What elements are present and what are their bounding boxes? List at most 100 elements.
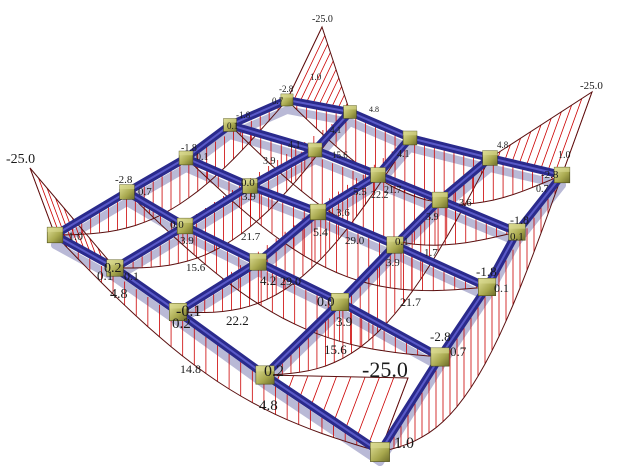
- node-cube: [330, 292, 349, 311]
- label-0-0-b: 0.0: [241, 177, 255, 189]
- beam-highlight: [317, 174, 379, 213]
- node-cube: [370, 442, 390, 462]
- cube-top: [179, 151, 193, 156]
- triangle-outline: [286, 25, 351, 113]
- node-cube: [309, 203, 327, 221]
- shadow-beam: [261, 308, 344, 389]
- node-cube: [386, 236, 404, 254]
- node-cube: [307, 142, 323, 158]
- label-n2-8-c: -2.8: [541, 169, 559, 181]
- label-0-7-c: 0.7: [536, 184, 549, 195]
- beam-highlight: [177, 261, 259, 313]
- label-1-right: 1.0: [558, 150, 571, 161]
- cube-top: [106, 259, 124, 265]
- label-15-6-a: 15.6: [186, 262, 206, 274]
- label-0-0-a: 0.0: [170, 219, 184, 231]
- hatch-line: [532, 118, 552, 169]
- label-0-7-d: 0.7: [450, 344, 467, 359]
- beam-highlight: [264, 301, 341, 376]
- beam-highlight: [339, 301, 441, 358]
- label-0-2-a: 0.2: [104, 261, 122, 276]
- label-4-1-b: 4.1: [397, 149, 410, 160]
- node-cube: [223, 118, 237, 132]
- label-21-7-b: 21.7: [400, 295, 421, 309]
- beam-highlight: [257, 261, 341, 303]
- node-cube: [430, 347, 450, 367]
- hatch-line: [540, 111, 562, 171]
- shadow-beam: [391, 251, 491, 301]
- label-1-7-a: 1.7: [424, 247, 438, 259]
- shadow-beam: [111, 232, 189, 282]
- column-moment: [54, 234, 381, 453]
- hatch-line: [322, 376, 337, 414]
- label-29-0-a: 29.0: [280, 274, 301, 288]
- hatch-line: [305, 52, 331, 104]
- label-n1-8-d: -1.8: [476, 264, 497, 279]
- label-0-1-e: 0.1: [97, 268, 113, 283]
- hatch-line: [318, 69, 337, 107]
- node-cube: [46, 226, 64, 244]
- cube-top: [308, 143, 322, 148]
- label-4-8-c: 4.8: [497, 140, 509, 150]
- label-4-8-a: 4.8: [110, 287, 128, 302]
- label-1-left: 1.0: [68, 229, 83, 243]
- beam-highlight: [185, 124, 231, 159]
- label-3-9-d: 3.9: [336, 314, 352, 329]
- cantilever-top: [286, 25, 351, 113]
- beam-highlight: [249, 185, 319, 213]
- shadow-beam: [254, 268, 344, 316]
- label-14-8-a: 14.8: [180, 362, 201, 376]
- hatch-line: [368, 377, 395, 445]
- shadow-beam: [336, 308, 444, 371]
- beam-highlight: [439, 157, 491, 201]
- node-cube: [431, 191, 449, 209]
- label-n25-front: -25.0: [362, 357, 408, 382]
- shadow-beam: [376, 363, 444, 466]
- node-cube: [508, 223, 526, 241]
- beam-highlight: [184, 185, 251, 227]
- hatch-line: [518, 131, 532, 165]
- label-29-0-b: 29.0: [345, 235, 365, 247]
- hatch-line: [324, 77, 340, 108]
- shadow-beam: [314, 218, 399, 259]
- beam-highlight: [126, 191, 186, 227]
- label-4-8-b: 4.8: [259, 398, 278, 414]
- cube-top: [177, 218, 193, 223]
- label-21-7-a: 21.7: [241, 231, 261, 243]
- cube-top: [482, 150, 498, 156]
- beam-highlight: [349, 111, 411, 139]
- beam-highlight: [54, 234, 116, 269]
- node-cube: [119, 184, 135, 200]
- hatch-line: [554, 98, 583, 174]
- label-0-0-c: 0.0: [317, 295, 335, 310]
- cube-top: [370, 167, 386, 173]
- shadow-beam: [174, 268, 262, 326]
- label-n2-8-a: -2.8: [115, 174, 133, 186]
- cube-top: [432, 192, 448, 197]
- cube-top: [403, 131, 417, 136]
- node-cube: [106, 259, 124, 277]
- node-cube: [280, 93, 294, 107]
- node-cube: [402, 130, 418, 146]
- label-0-2-c: 0.2: [172, 316, 191, 332]
- shadow-beam: [486, 164, 566, 189]
- support-nodes: [46, 93, 571, 462]
- beam-highlight: [54, 191, 128, 236]
- beam-highlight: [377, 174, 441, 201]
- cube-top: [249, 253, 267, 259]
- label-0-7-a: 0.7: [138, 186, 152, 198]
- moment-curve: [286, 99, 563, 205]
- shadow-beam: [174, 318, 269, 389]
- label-4-8-d: 4.8: [369, 105, 379, 114]
- beam-highlight: [439, 199, 518, 233]
- label-0-1-f: -0.1: [176, 303, 201, 320]
- beam-highlight: [229, 124, 316, 151]
- hatch-line: [547, 105, 572, 172]
- beam-highlight: [339, 244, 396, 303]
- hatch-line: [55, 197, 74, 246]
- beam-highlight: [126, 157, 187, 193]
- moment-curve: [54, 234, 381, 453]
- label-5-4-a: 5.4: [313, 225, 328, 239]
- moment-curve: [379, 174, 563, 453]
